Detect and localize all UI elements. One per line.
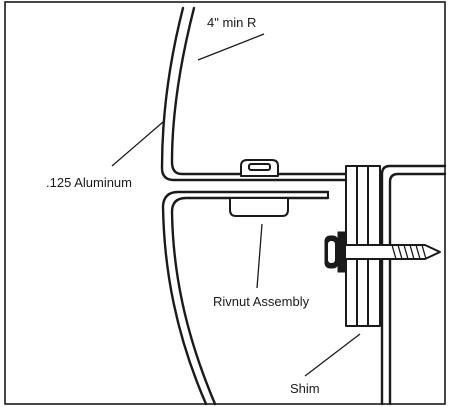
aluminum-leader xyxy=(111,121,164,167)
upper-aluminum-sheet-outer xyxy=(160,6,354,182)
radius-label: 4" min R xyxy=(207,15,256,30)
screw-shank xyxy=(344,244,441,260)
screw-washer xyxy=(337,231,346,273)
lower-aluminum-sheet-inner xyxy=(170,196,330,406)
figure-border xyxy=(4,1,446,405)
screw-head-highlight xyxy=(328,241,335,263)
screw-threads xyxy=(391,244,427,260)
frame-channel-inner xyxy=(388,172,447,406)
rivnut-leader xyxy=(256,223,263,289)
rivnut-head-slot xyxy=(248,163,271,171)
shim-leader xyxy=(304,333,361,377)
rivnut-body xyxy=(229,197,289,217)
shim-label: Shim xyxy=(290,381,320,396)
radius-leader xyxy=(197,33,265,61)
upper-aluminum-sheet-inner xyxy=(170,6,354,176)
rivnut-label: Rivnut Assembly xyxy=(213,294,310,309)
lower-aluminum-sheet-outer xyxy=(161,190,330,406)
aluminum-label: .125 Aluminum xyxy=(46,175,132,190)
frame-channel-outer xyxy=(380,164,447,406)
